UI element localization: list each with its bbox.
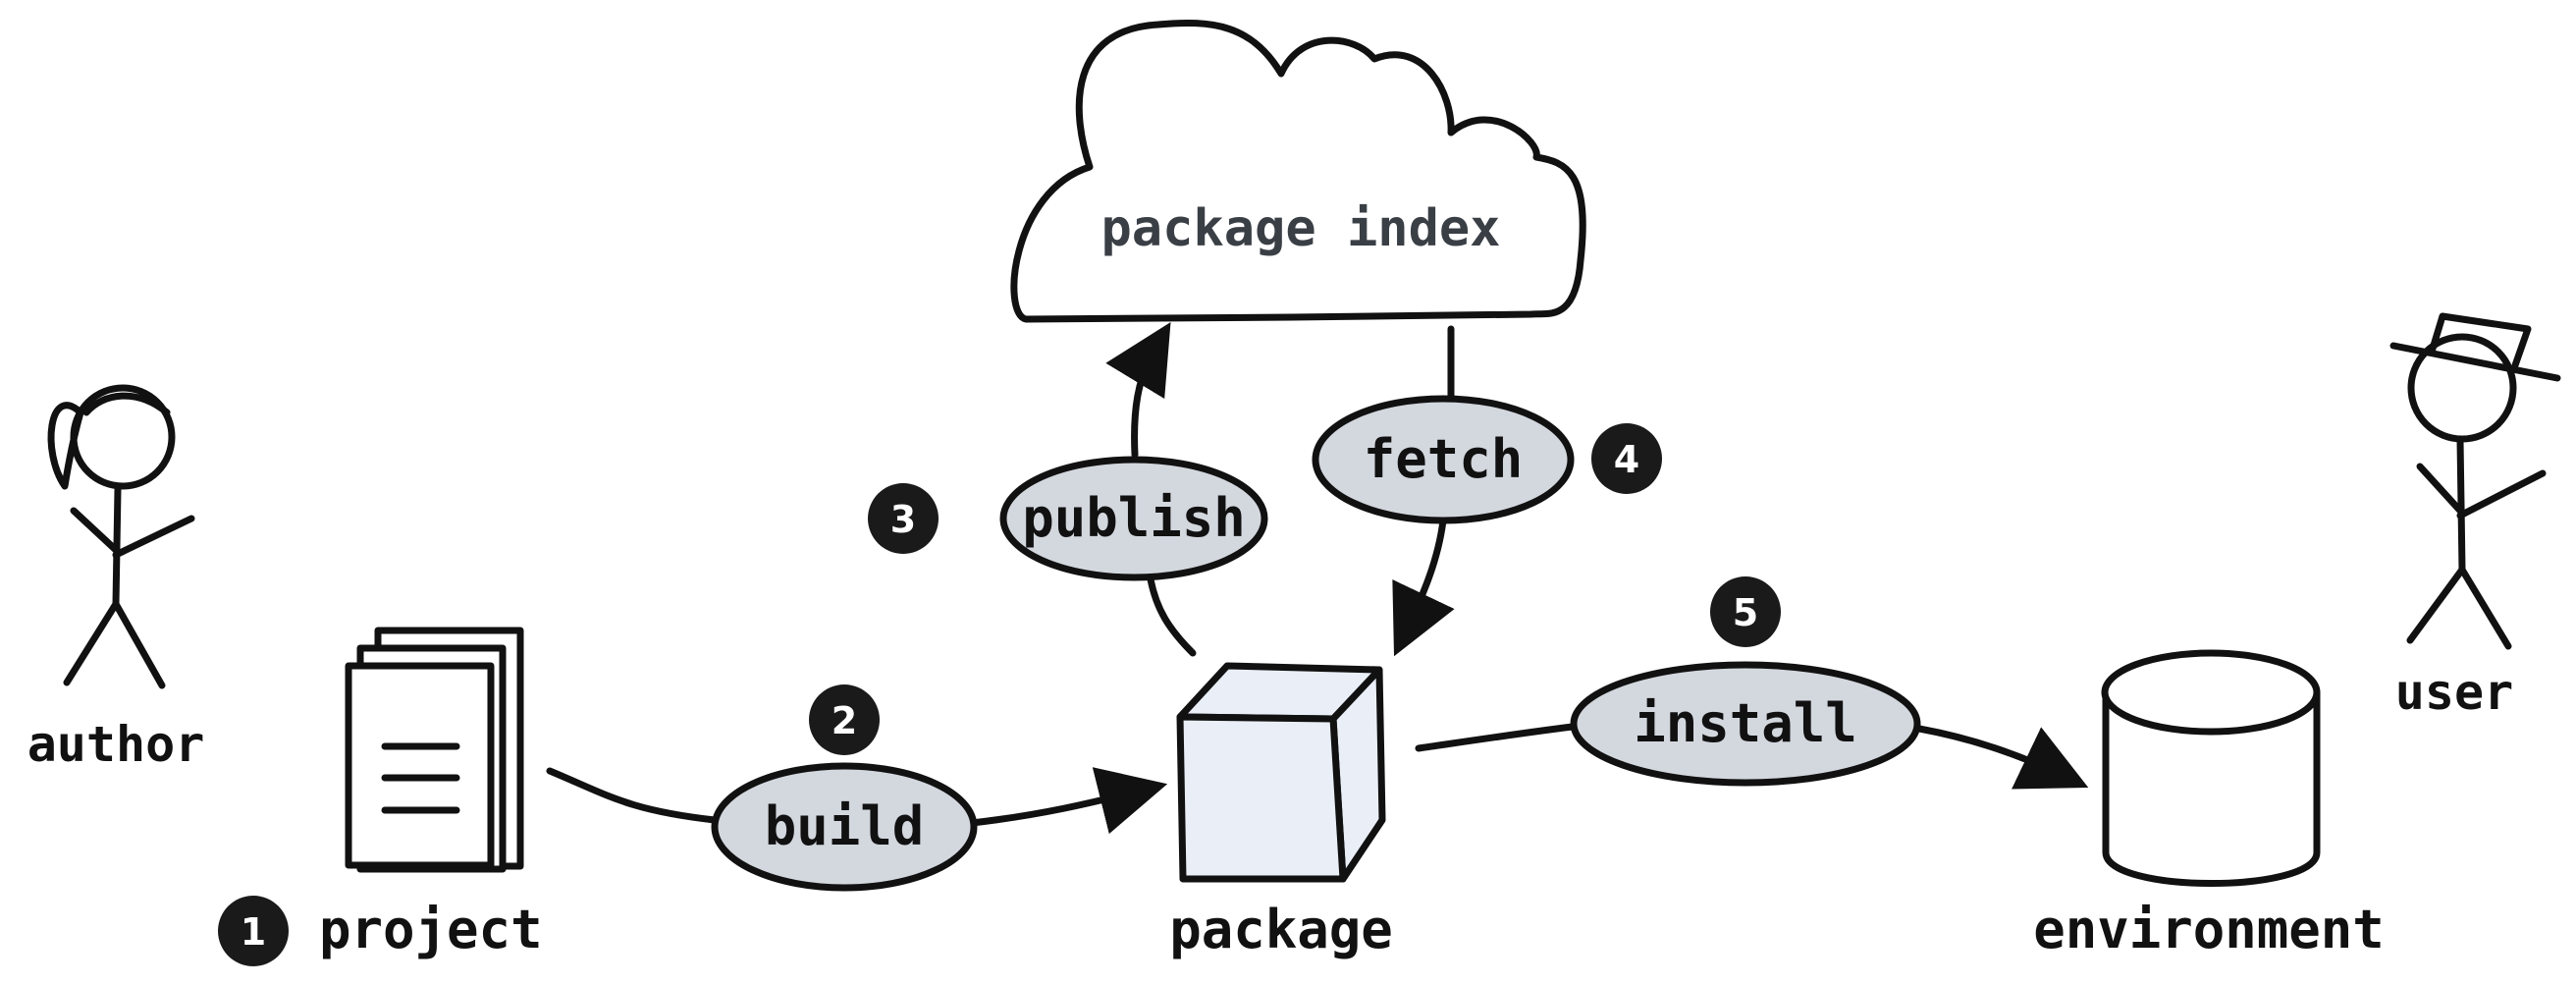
package-index-label: package index [1101,199,1501,258]
publish-action-node [999,456,1268,581]
step-4-number: 4 [1614,438,1639,481]
publish-to-index-arrow [1105,322,1171,459]
step-1-number: 1 [241,910,266,954]
step-5-badge [1710,576,1781,647]
author-label: author [27,716,205,773]
project-to-build-connector [546,767,719,824]
package-to-publish-connector [1147,575,1197,657]
package-label: package [1169,899,1393,960]
step-1-badge [218,896,289,966]
environment-label: environment [2033,899,2385,960]
step-2-badge [809,684,880,755]
author-figure-icon [47,384,195,689]
publish-label: publish [1022,487,1246,549]
package-index-cloud-icon [1010,20,1586,323]
install-to-environment-arrow [1915,725,2089,790]
fetch-action-node [1312,395,1575,524]
step-2-number: 2 [832,699,857,742]
fetch-to-package-arrow [1392,517,1455,657]
build-to-package-arrow [968,767,1168,835]
environment-cylinder-icon [2101,649,2321,887]
package-to-install-connector [1415,723,1577,752]
step-5-number: 5 [1733,591,1758,634]
user-figure-icon [2389,312,2561,650]
step-3-badge [868,483,939,554]
build-label: build [765,795,925,857]
install-action-node [1570,661,1921,787]
project-documents-icon [345,627,524,873]
fetch-label: fetch [1364,428,1524,490]
step-4-badge [1591,423,1662,494]
package-cube-icon [1176,662,1386,883]
user-label: user [2395,664,2513,721]
project-label: project [319,899,543,960]
step-3-number: 3 [890,498,916,541]
install-label: install [1634,692,1857,754]
build-action-node [711,762,978,892]
